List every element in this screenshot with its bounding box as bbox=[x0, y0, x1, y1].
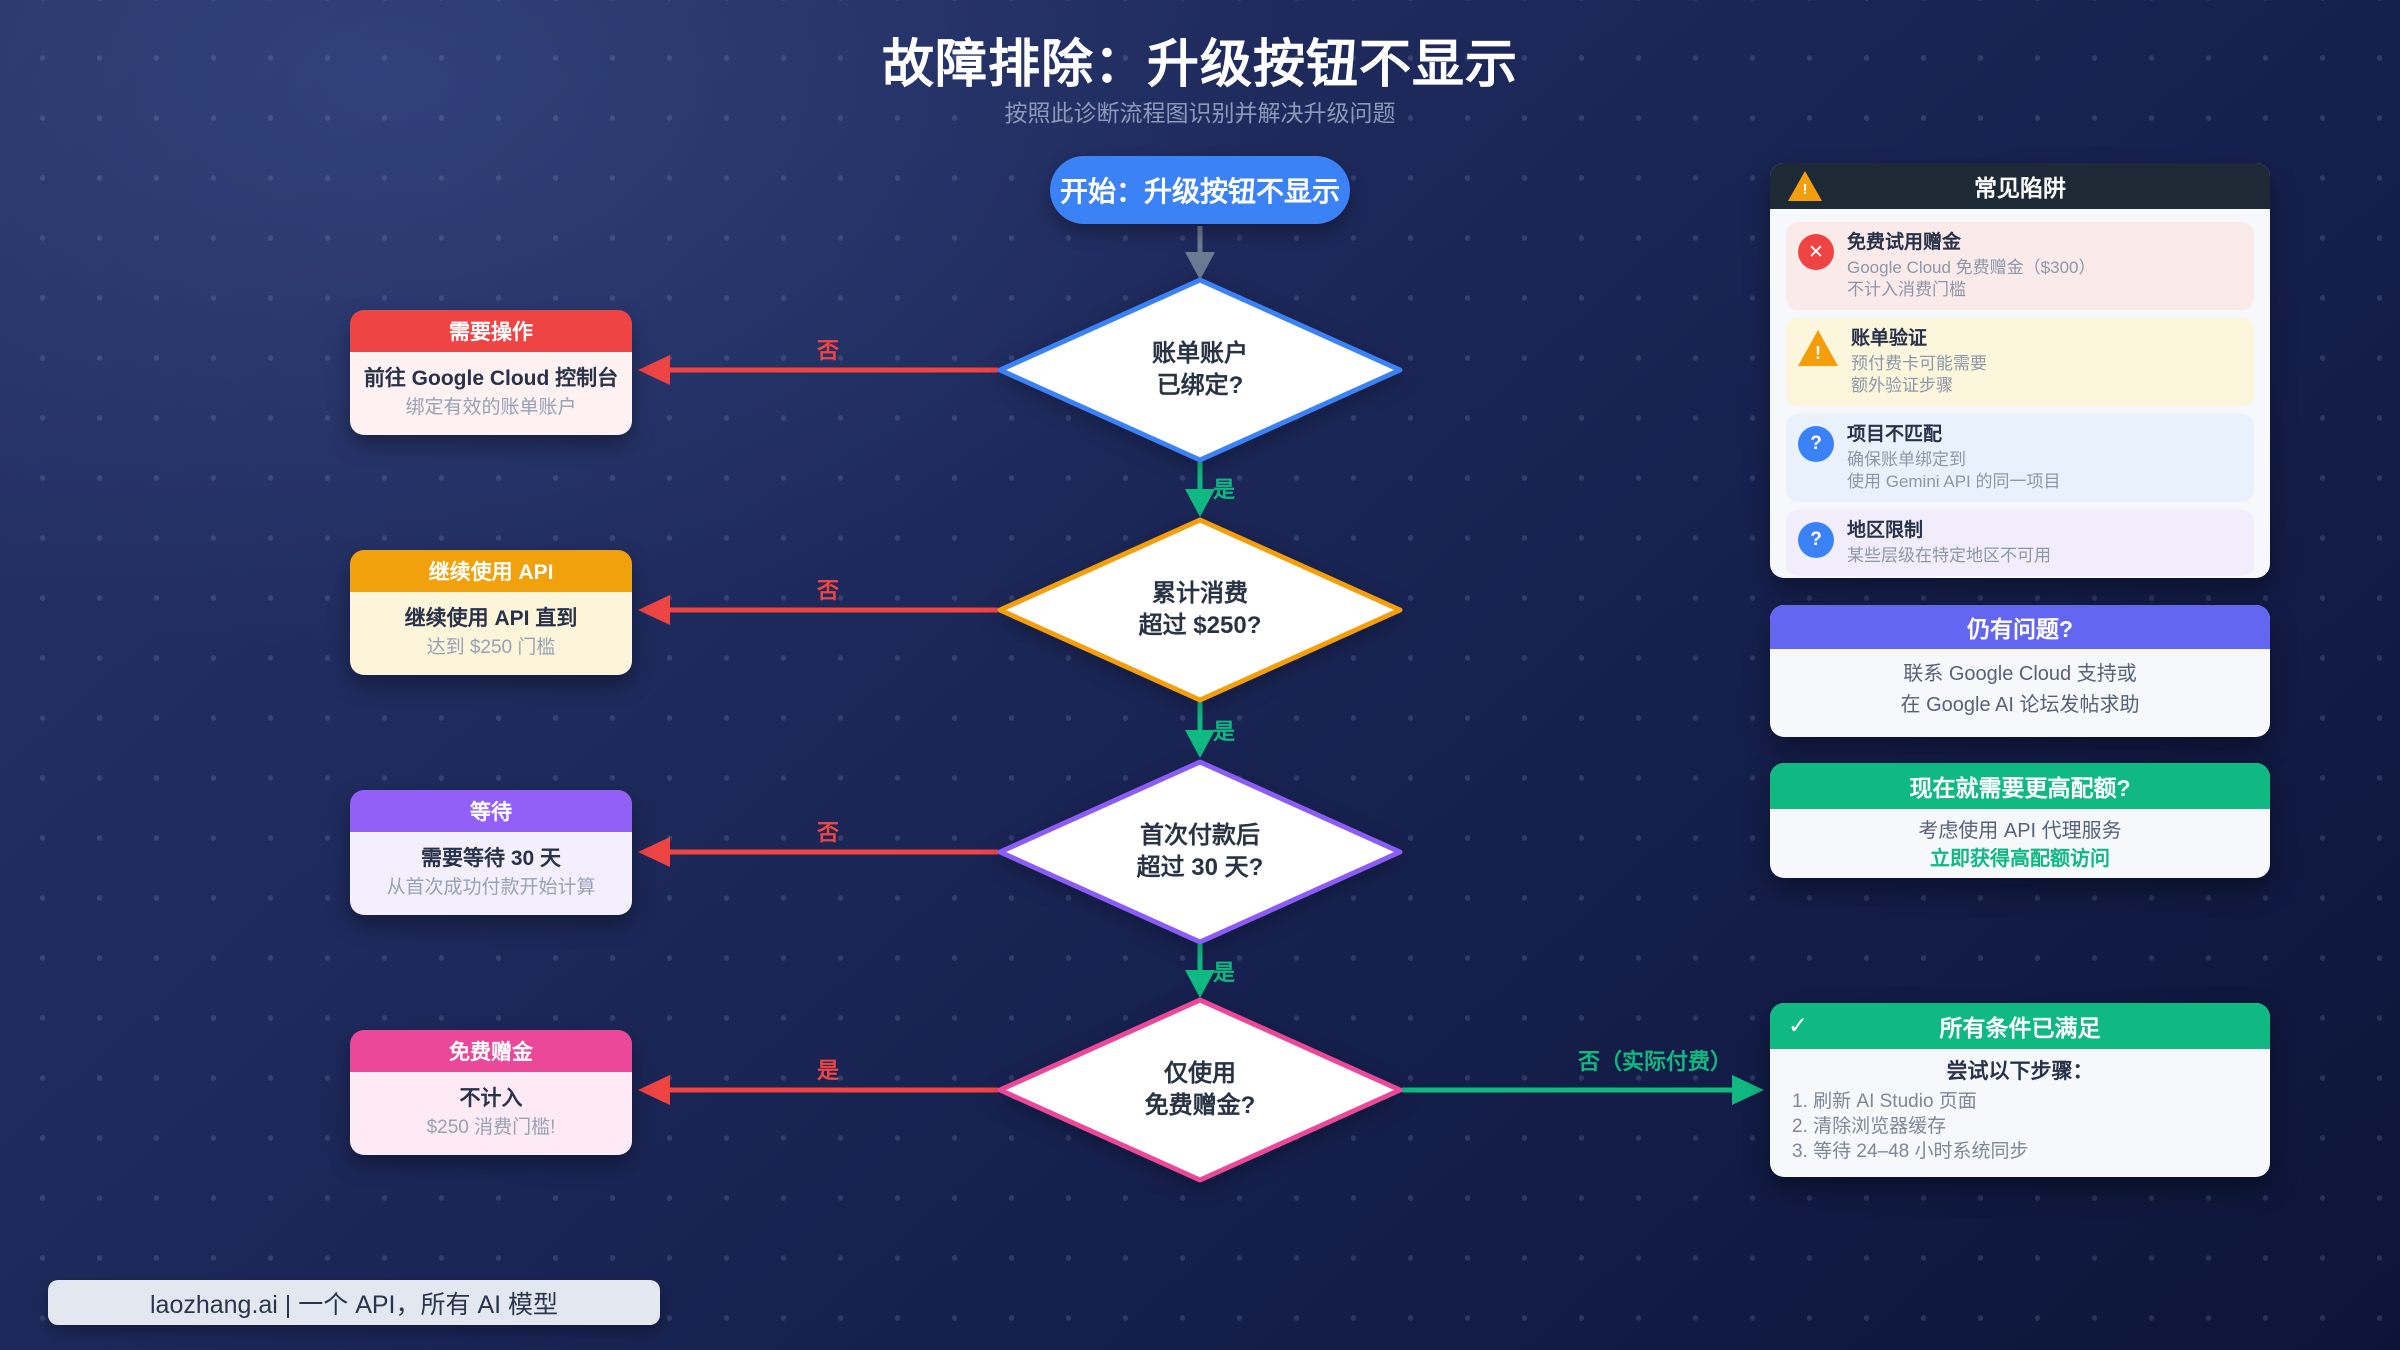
pitfalls-panel: ! 常见陷阱 ✕ 免费试用赠金 Google Cloud 免费赠金（$300） … bbox=[1770, 163, 2270, 578]
action-box-line2: $250 消费门槛! bbox=[426, 1117, 556, 1138]
success-step-3: 3. 等待 24–48 小时系统同步 bbox=[1792, 1141, 2029, 1162]
action-box-line1: 不计入 bbox=[459, 1087, 523, 1110]
x-circle-icon: ✕ bbox=[1798, 234, 1834, 270]
decision-4-label: 仅使用 免费赠金? bbox=[1030, 1058, 1370, 1122]
quota-line1: 考虑使用 API 代理服务 bbox=[1918, 820, 2122, 842]
pitfall-line1: 确保账单绑定到 bbox=[1847, 450, 1966, 469]
success-step-1: 1. 刷新 AI Studio 页面 bbox=[1792, 1091, 1977, 1112]
decision-3-line2: 超过 30 天? bbox=[1136, 854, 1264, 881]
action-box-need-action: 需要操作 前往 Google Cloud 控制台 绑定有效的账单账户 bbox=[350, 310, 632, 435]
warning-triangle-icon: ! bbox=[1788, 171, 1822, 201]
edge-label-no-2: 否 bbox=[816, 578, 839, 603]
quota-panel: 现在就需要更高配额? 考虑使用 API 代理服务 立即获得高配额访问 bbox=[1770, 763, 2270, 878]
pitfall-line1: 某些层级在特定地区不可用 bbox=[1847, 546, 2051, 565]
action-box-keep-using-api: 继续使用 API 继续使用 API 直到 达到 $250 门槛 bbox=[350, 550, 632, 675]
edge-label-yes-free: 是 bbox=[816, 1058, 839, 1083]
check-icon: ✓ bbox=[1788, 1012, 1809, 1040]
edge-d3-no bbox=[638, 837, 998, 867]
action-box-header: 等待 bbox=[350, 790, 632, 832]
still-issues-panel: 仍有问题? 联系 Google Cloud 支持或 在 Google AI 论坛… bbox=[1770, 605, 2270, 737]
pitfalls-panel-title: 常见陷阱 bbox=[1974, 175, 2066, 201]
question-circle-icon: ? bbox=[1798, 522, 1834, 558]
action-box-line1: 前往 Google Cloud 控制台 bbox=[363, 367, 619, 390]
start-node-label: 开始：升级按钮不显示 bbox=[1059, 176, 1340, 207]
action-box-line1: 需要等待 30 天 bbox=[420, 847, 562, 870]
decision-4-line1: 仅使用 bbox=[1164, 1060, 1236, 1087]
decision-4-line2: 免费赠金? bbox=[1144, 1092, 1256, 1119]
still-issues-title: 仍有问题? bbox=[1966, 616, 2074, 642]
decision-2-shape bbox=[997, 517, 1403, 703]
action-box-line2: 达到 $250 门槛 bbox=[426, 637, 556, 658]
quota-panel-title: 现在就需要更高配额? bbox=[1909, 775, 2131, 801]
brand-footer-pill[interactable]: laozhang.ai | 一个 API，所有 AI 模型 bbox=[48, 1280, 660, 1325]
edge-d1-no bbox=[638, 355, 998, 385]
pitfall-title: 地区限制 bbox=[1847, 520, 1924, 541]
edge-label-no-1: 否 bbox=[816, 338, 839, 363]
decision-3-shape bbox=[997, 759, 1403, 945]
decision-1-line2: 已绑定? bbox=[1156, 372, 1244, 399]
edge-label-yes-2: 是 bbox=[1212, 719, 1235, 744]
decision-1-shape bbox=[997, 277, 1403, 463]
page-title: 故障排除：升级按钮不显示 bbox=[881, 36, 1518, 94]
brand-text: laozhang.ai | 一个 API，所有 AI 模型 bbox=[149, 1290, 559, 1319]
quota-cta-link[interactable]: 立即获得高配额访问 bbox=[1930, 848, 2110, 870]
edge-start-to-d1 bbox=[1185, 226, 1215, 280]
success-step-2: 2. 清除浏览器缓存 bbox=[1792, 1116, 1947, 1137]
pitfall-title: 项目不匹配 bbox=[1847, 424, 1943, 445]
start-node: 开始：升级按钮不显示 bbox=[1050, 156, 1350, 224]
pitfall-line2: 不计入消费门槛 bbox=[1847, 280, 1966, 299]
edge-d3-yes bbox=[1185, 944, 1215, 998]
still-issues-line1: 联系 Google Cloud 支持或 bbox=[1903, 663, 2137, 685]
edge-d4-yes-free bbox=[638, 1075, 998, 1105]
edge-d4-no-paid bbox=[1402, 1075, 1764, 1105]
action-box-header: 需要操作 bbox=[350, 310, 632, 352]
decision-2-line2: 超过 $250? bbox=[1138, 612, 1262, 639]
pitfall-line2: 额外验证步骤 bbox=[1851, 376, 1953, 395]
pitfall-title: 账单验证 bbox=[1851, 328, 1928, 349]
decision-2-line1: 累计消费 bbox=[1152, 580, 1248, 607]
action-box-line2: 从首次成功付款开始计算 bbox=[386, 877, 596, 898]
pitfall-item-billing-verification: ! 账单验证 预付费卡可能需要 额外验证步骤 bbox=[1786, 318, 2254, 406]
decision-1-label: 账单账户 已绑定? bbox=[1030, 338, 1370, 402]
pitfall-line1: Google Cloud 免费赠金（$300） bbox=[1847, 258, 2096, 277]
success-panel-title: 所有条件已满足 bbox=[1939, 1015, 2101, 1041]
decision-3-label: 首次付款后 超过 30 天? bbox=[1030, 820, 1370, 884]
pitfall-line1: 预付费卡可能需要 bbox=[1851, 354, 1987, 373]
decision-1-line1: 账单账户 bbox=[1152, 340, 1248, 367]
edge-d1-yes bbox=[1185, 462, 1215, 517]
edge-label-no-paid: 否（实际付费） bbox=[1577, 1049, 1732, 1074]
edge-d2-yes bbox=[1185, 702, 1215, 758]
pitfall-item-free-trial-credit: ✕ 免费试用赠金 Google Cloud 免费赠金（$300） 不计入消费门槛 bbox=[1786, 222, 2254, 310]
question-circle-icon: ? bbox=[1798, 426, 1834, 462]
decision-4-shape bbox=[997, 997, 1403, 1183]
action-box-wait: 等待 需要等待 30 天 从首次成功付款开始计算 bbox=[350, 790, 632, 915]
decision-2-label: 累计消费 超过 $250? bbox=[1030, 578, 1370, 642]
decision-3-line1: 首次付款后 bbox=[1140, 822, 1260, 849]
pitfall-title: 免费试用赠金 bbox=[1847, 232, 1962, 253]
action-box-header: 免费赠金 bbox=[350, 1030, 632, 1072]
success-panel: ✓ 所有条件已满足 尝试以下步骤： 1. 刷新 AI Studio 页面 2. … bbox=[1770, 1003, 2270, 1177]
edge-label-yes-3: 是 bbox=[1212, 960, 1235, 985]
pitfall-line2: 使用 Gemini API 的同一项目 bbox=[1847, 472, 2061, 491]
action-box-free-credit: 免费赠金 不计入 $250 消费门槛! bbox=[350, 1030, 632, 1155]
action-box-line2: 绑定有效的账单账户 bbox=[405, 397, 577, 418]
edge-label-yes-1: 是 bbox=[1212, 477, 1235, 502]
page-subtitle: 按照此诊断流程图识别并解决升级问题 bbox=[1004, 100, 1396, 126]
pitfall-item-project-mismatch: ? 项目不匹配 确保账单绑定到 使用 Gemini API 的同一项目 bbox=[1786, 414, 2254, 502]
action-box-header: 继续使用 API bbox=[350, 550, 632, 592]
edge-d2-no bbox=[638, 595, 998, 625]
warning-triangle-icon: ! bbox=[1798, 330, 1838, 366]
success-steps-title: 尝试以下步骤： bbox=[1946, 1060, 2094, 1083]
edge-label-no-3: 否 bbox=[816, 820, 839, 845]
still-issues-line2: 在 Google AI 论坛发帖求助 bbox=[1900, 694, 2140, 716]
pitfall-item-region-restriction: ? 地区限制 某些层级在特定地区不可用 bbox=[1786, 510, 2254, 576]
action-box-line1: 继续使用 API 直到 bbox=[404, 607, 578, 630]
